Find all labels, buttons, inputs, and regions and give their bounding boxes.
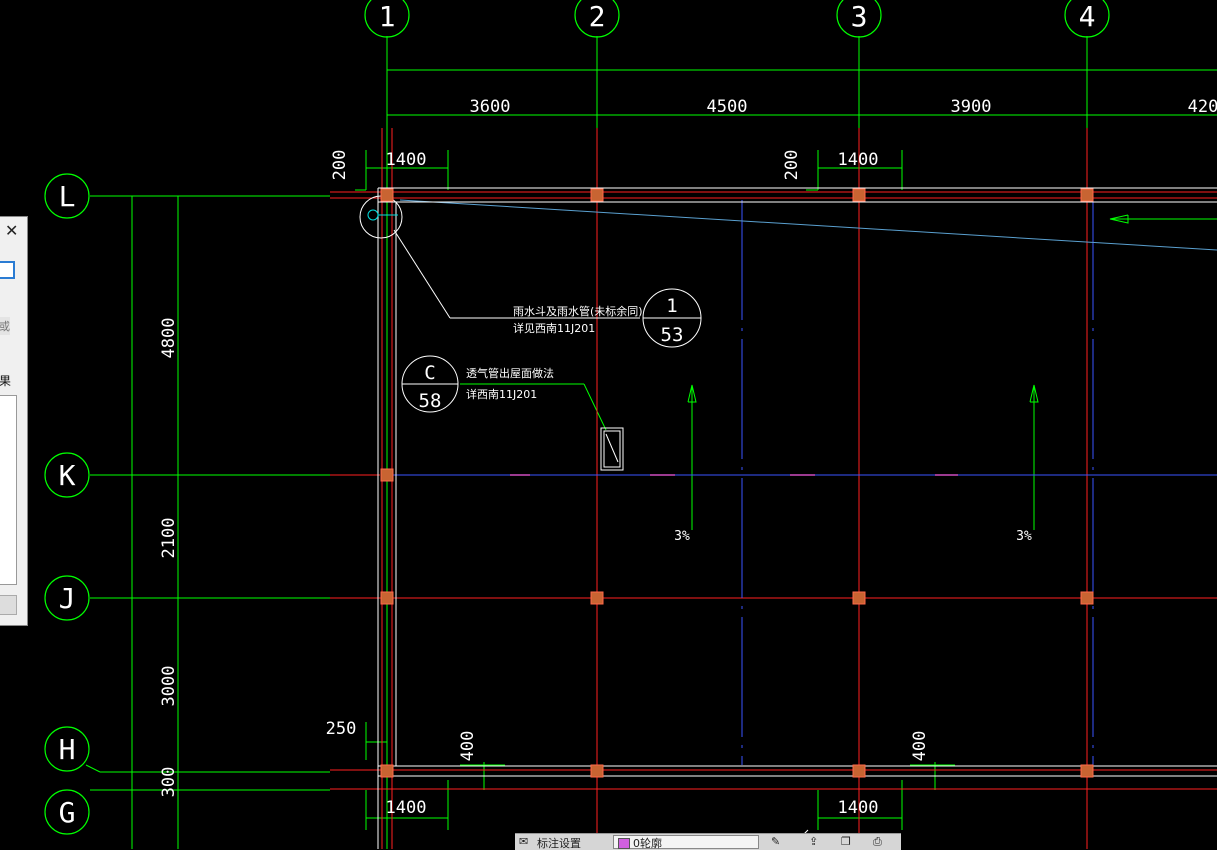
- column-node: [590, 591, 604, 605]
- white-outlines: [359, 187, 1217, 849]
- layer-color-swatch: [618, 838, 630, 849]
- column-node: [380, 764, 394, 778]
- dialog-label: 果: [0, 374, 12, 388]
- dim-text: 4500: [707, 97, 748, 117]
- dim-text: 420: [1188, 97, 1217, 117]
- axis-bubble-J[interactable]: [44, 575, 90, 621]
- dim-text: 3600: [470, 97, 511, 117]
- dim-text: 1400: [838, 798, 879, 818]
- axis-label-row: G: [59, 796, 76, 829]
- axis-bubble-L[interactable]: [44, 173, 90, 219]
- column-node: [852, 591, 866, 605]
- axis-label-row: H: [59, 733, 76, 766]
- dim-text: 1400: [838, 150, 879, 170]
- column-node: [1080, 188, 1094, 202]
- export-icon[interactable]: ⇪: [809, 835, 819, 848]
- column-node: [1080, 591, 1094, 605]
- dim-text: 400: [458, 731, 478, 762]
- dim-text: 3000: [159, 666, 179, 707]
- toolbar-label: 标注设置: [537, 837, 581, 850]
- column-node: [380, 468, 394, 482]
- column-node: [380, 188, 394, 202]
- edit-icon[interactable]: ✎: [771, 835, 781, 848]
- dialog-action-button[interactable]: [0, 595, 17, 615]
- dim-text: 300: [159, 767, 179, 798]
- dialog-select-button[interactable]: [0, 261, 15, 279]
- axis-bubble-3[interactable]: [836, 0, 882, 38]
- column-node: [852, 764, 866, 778]
- vent-ref-bottom: 58: [419, 390, 442, 412]
- axis-label-row: L: [59, 180, 76, 213]
- drain-note-line1: 雨水斗及雨水管(未标余同): [513, 304, 643, 318]
- column-node: [852, 188, 866, 202]
- slope-label: 3%: [674, 529, 690, 544]
- axis-label-col: 4: [1079, 0, 1096, 33]
- axis-bubble-H[interactable]: [44, 726, 90, 772]
- grid-lines: [330, 128, 1217, 849]
- axis-label-col: 2: [589, 0, 606, 33]
- axis-bubble-G[interactable]: [44, 789, 90, 835]
- dim-text: 3900: [951, 97, 992, 117]
- dim-text: 2100: [159, 518, 179, 559]
- axis-bubble-1[interactable]: [364, 0, 410, 38]
- slope-label: 3%: [1016, 529, 1032, 544]
- drain-note-line2: 详见西南11J201: [513, 321, 595, 335]
- dialog-label: 或: [0, 317, 10, 335]
- axis-bubble-K[interactable]: [44, 452, 90, 498]
- toolbar-icon[interactable]: ✉: [519, 835, 529, 848]
- dim-text: 1400: [386, 150, 427, 170]
- vent-note-line1: 透气管出屋面做法: [466, 366, 554, 380]
- copy-icon[interactable]: ❐: [841, 835, 851, 848]
- column-node: [1080, 764, 1094, 778]
- bottom-toolbar: ✉ 标注设置 0轮廓 ✎ ⇪ ❐ ⎙: [515, 833, 901, 850]
- dim-text: 1400: [386, 798, 427, 818]
- axis-label-row: K: [59, 459, 76, 492]
- blue-lines: [392, 199, 1217, 765]
- drain-ref-bottom: 53: [661, 324, 684, 346]
- print-icon[interactable]: ⎙: [873, 835, 882, 848]
- drain-symbol-icon: [367, 209, 379, 221]
- column-nodes: [380, 188, 1094, 778]
- dim-text: 200: [330, 150, 350, 181]
- dim-text: 4800: [159, 318, 179, 359]
- axis-bubble-2[interactable]: [574, 0, 620, 38]
- axis-label-col: 3: [851, 0, 868, 33]
- dim-text: 250: [326, 719, 357, 739]
- close-icon[interactable]: ✕: [5, 221, 19, 240]
- axis-bubble-4[interactable]: [1064, 0, 1110, 38]
- vent-note-line2: 详西南11J201: [466, 387, 537, 401]
- properties-dialog[interactable]: ✕ 或 果: [0, 216, 28, 626]
- axis-label-col: 1: [379, 0, 396, 33]
- dialog-result-list[interactable]: [0, 395, 17, 585]
- column-node: [380, 591, 394, 605]
- dim-text: 400: [910, 731, 930, 762]
- axis-label-row: J: [59, 582, 76, 615]
- vent-ref-top: C: [424, 362, 435, 384]
- column-node: [590, 764, 604, 778]
- dim-text: 200: [782, 150, 802, 181]
- layer-name: 0轮廓: [633, 837, 662, 850]
- column-node: [590, 188, 604, 202]
- axis-leaders: [85, 36, 1217, 849]
- drain-ref-top: 1: [666, 295, 677, 317]
